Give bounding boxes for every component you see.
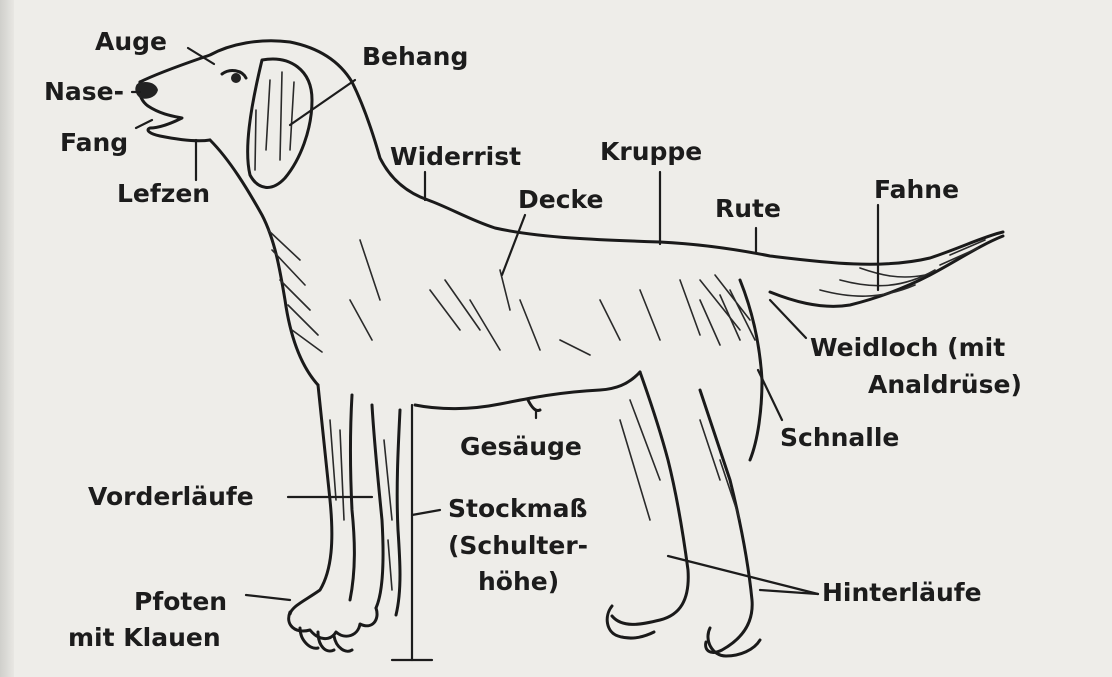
label-stockmass-line3: höhe) [478,567,559,596]
label-pfoten-line2: mit Klauen [68,623,221,652]
label-widerrist: Widerrist [390,142,521,171]
label-behang: Behang [362,42,468,71]
label-nase: Nase- [44,77,124,106]
label-lefzen: Lefzen [117,179,210,208]
labels: Auge Nase- Fang Lefzen Behang Widerrist … [44,27,1022,652]
label-weidloch-line1: Weidloch (mit [810,333,1005,362]
label-schnalle: Schnalle [780,423,899,452]
label-vorderlaeufe: Vorderläufe [88,482,254,511]
label-pfoten-line1: Pfoten [134,587,227,616]
label-fang: Fang [60,128,128,157]
label-auge: Auge [95,27,167,56]
label-gesaeuge: Gesäuge [460,432,582,461]
label-stockmass-line1: Stockmaß [448,494,587,523]
label-decke: Decke [518,185,603,214]
label-rute: Rute [715,194,781,223]
label-fahne: Fahne [874,175,959,204]
label-weidloch-line2: Analdrüse) [868,370,1022,399]
label-hinterlaeufe: Hinterläufe [822,578,982,607]
shoulder-height-stick [392,172,432,660]
label-stockmass-line2: (Schulter- [448,531,588,560]
label-kruppe: Kruppe [600,137,702,166]
